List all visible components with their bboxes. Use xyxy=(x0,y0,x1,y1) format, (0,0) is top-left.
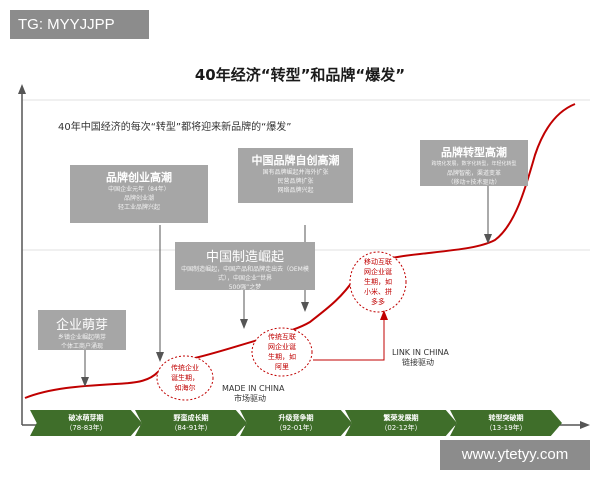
period-years: （92-01年） xyxy=(275,424,317,432)
made-in-china-label: MADE IN CHINA 市场驱动 xyxy=(222,384,284,404)
subtitle: 40年中国经济的每次“转型”都将迎来新品牌的“爆发” xyxy=(58,122,292,133)
x-axis-arrow-icon xyxy=(580,421,590,429)
box-line: 个体工商户涌现 xyxy=(60,343,103,350)
period-arrow-2: 野蛮成长期 （84-91年） xyxy=(135,410,247,436)
y-axis-arrow-icon xyxy=(18,84,26,94)
circle-line: 多多 xyxy=(371,298,385,306)
era-circle xyxy=(251,327,313,377)
circle-line: 生期，如 xyxy=(268,353,296,361)
box-brand-transformation: 品牌转型高潮 跨境化发展，数字化转型，年轻化转型 品牌智能，渠道变革 （移动+技… xyxy=(420,140,528,186)
circle-line: 阿里 xyxy=(275,363,289,371)
period-years: （78-83年） xyxy=(65,424,107,432)
circle-line: 如海尔 xyxy=(174,384,196,392)
box-title: 企业萌芽 xyxy=(55,318,108,333)
growth-curve xyxy=(24,103,576,399)
website-badge: www.ytetyy.com xyxy=(440,440,590,470)
mode-cn: 链接驱动 xyxy=(402,358,434,367)
box-brand-startup: 品牌创业高潮 中国企业元年（84年） 品牌创业潮 轻工业品牌兴起 xyxy=(70,165,208,223)
box-title: 中国品牌自创高潮 xyxy=(251,154,340,167)
mode-en: LINK IN CHINA xyxy=(392,348,449,357)
period-arrow-5: 转型突破期 （13-19年） xyxy=(450,410,562,436)
arrow-down-icon xyxy=(301,302,309,312)
box-title: 品牌创业高潮 xyxy=(106,171,172,184)
box-line: 轻工业品牌兴起 xyxy=(117,204,160,211)
box-line: 中国企业元年（84年） xyxy=(108,186,170,193)
circle-line: 小米、拼 xyxy=(364,288,392,296)
period-years: （02-12年） xyxy=(380,424,422,432)
period-arrow-1: 破冰萌芽期 （78-83年） xyxy=(30,410,142,436)
period-name: 转型突破期 xyxy=(488,414,524,422)
box-enterprise-sprout: 企业萌芽 乡镇企业崛起萌芽 个体工商户涌现 xyxy=(38,310,126,350)
tg-badge: TG: MYYJJPP xyxy=(10,10,149,39)
circle-label-traditional: 传统企业 诞生期， 如海尔 xyxy=(160,363,210,393)
circle-line: 诞生期， xyxy=(171,374,199,382)
box-line: 品牌创业潮 xyxy=(123,195,154,202)
box-title: 品牌转型高潮 xyxy=(441,146,507,159)
circle-line: 移动互联 xyxy=(364,258,392,266)
arrow-down-icon xyxy=(81,377,89,387)
era-circle xyxy=(156,355,214,401)
circle-line: 网企业诞 xyxy=(364,268,392,276)
period-arrow-3: 升级竞争期 （92-01年） xyxy=(240,410,352,436)
box-title: 中国制造崛起 xyxy=(205,250,284,265)
box-made-in-china-rise: 中国制造崛起 中国制造崛起，中国产品和品牌走出去（OEM模式），中国企业“世界 … xyxy=(175,242,315,291)
box-line: 民营品牌扩张 xyxy=(277,178,314,185)
link-in-china-label: LINK IN CHINA 链接驱动 xyxy=(392,348,449,368)
box-line: 网络品牌兴起 xyxy=(277,187,314,194)
period-years: （13-19年） xyxy=(485,424,527,432)
box-line: （移动+技术驱动） xyxy=(447,179,501,186)
arrow-down-icon xyxy=(484,234,492,244)
era-circle xyxy=(349,251,407,313)
box-line: 中国制造崛起，中国产品和品牌走出去（OEM模式），中国企业“世界 xyxy=(181,266,309,282)
mode-en: MADE IN CHINA xyxy=(222,384,285,393)
circle-line: 生期，如 xyxy=(364,278,392,286)
box-line: 乡镇企业崛起萌芽 xyxy=(57,334,106,341)
page-title: 40年经济“转型”和品牌“爆发” xyxy=(194,66,406,84)
circle-label-internet: 传统互联 网企业诞 生期，如 阿里 xyxy=(257,332,307,372)
mode-cn: 市场驱动 xyxy=(234,394,266,403)
box-line: 跨境化发展，数字化转型，年轻化转型 xyxy=(431,161,517,167)
period-arrow-4: 繁荣发展期 （02-12年） xyxy=(345,410,457,436)
period-name: 野蛮成长期 xyxy=(173,414,209,422)
arrow-up-icon xyxy=(380,310,388,320)
period-name: 升级竞争期 xyxy=(278,414,314,422)
period-name: 繁荣发展期 xyxy=(383,414,419,422)
box-line: 500强”之梦 xyxy=(228,284,262,291)
box-line: 国有品牌崛起并海外扩张 xyxy=(262,169,329,176)
circle-label-mobile: 移动互联 网企业诞 生期，如 小米、拼 多多 xyxy=(353,257,403,307)
arrow-down-icon xyxy=(156,352,164,362)
box-line: 品牌智能，渠道变革 xyxy=(446,170,501,177)
circle-line: 网企业诞 xyxy=(268,343,296,351)
period-years: （84-91年） xyxy=(170,424,212,432)
circle-line: 传统企业 xyxy=(171,364,199,372)
period-name: 破冰萌芽期 xyxy=(68,414,104,422)
box-china-brand-creation: 中国品牌自创高潮 国有品牌崛起并海外扩张 民营品牌扩张 网络品牌兴起 xyxy=(238,148,353,203)
connector-line xyxy=(313,318,385,361)
circle-line: 传统互联 xyxy=(268,333,296,341)
arrow-down-icon xyxy=(240,319,248,329)
